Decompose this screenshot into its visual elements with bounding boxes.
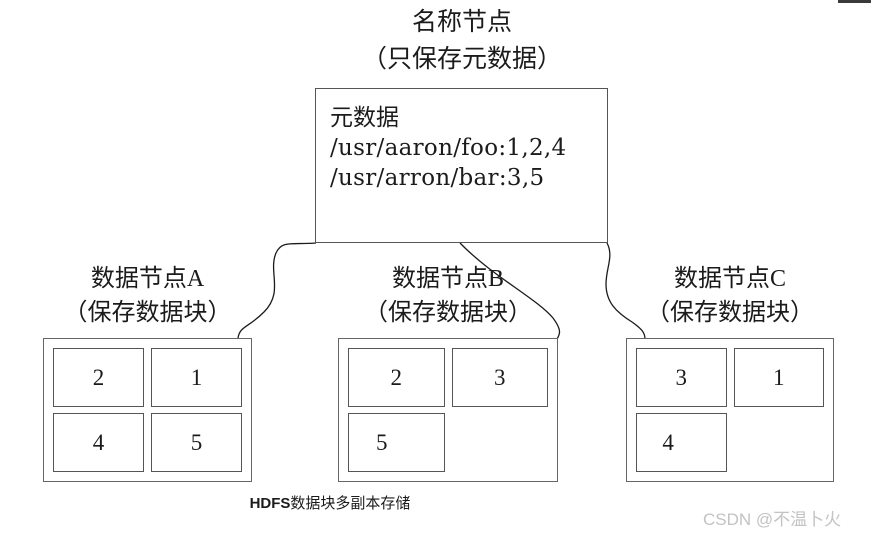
metadata-heading: 元数据 <box>330 105 399 130</box>
block: 4 <box>636 413 727 472</box>
datanode-b-box: 2 3 5 <box>338 338 558 482</box>
namenode-title-line1: 名称节点 <box>411 9 512 36</box>
block: 2 <box>348 348 445 407</box>
block-empty-slot <box>733 413 824 472</box>
datanode-b-blocks: 2 3 5 <box>348 348 548 472</box>
datanode-a-title: 数据节点A （保存数据块） <box>43 262 252 330</box>
datanode-c-blocks: 3 1 4 <box>636 348 824 472</box>
datanode-b: 数据节点B （保存数据块） 2 3 5 <box>338 266 558 482</box>
datanode-a: 数据节点A （保存数据块） 2 1 4 5 <box>43 266 252 482</box>
namenode-title-line2: （只保存元数据） <box>361 46 562 73</box>
block: 1 <box>733 348 824 407</box>
datanode-c-title-line1: 数据节点C <box>673 266 786 292</box>
block-empty-slot <box>451 413 548 472</box>
caption-hdfs: HDFS <box>249 495 291 512</box>
datanode-b-title-line1: 数据节点B <box>391 266 504 292</box>
datanode-c-title-line2: （保存数据块） <box>646 300 814 326</box>
block: 1 <box>151 348 242 407</box>
corner-marker <box>838 0 871 3</box>
datanode-a-title-line1: 数据节点A <box>90 266 205 292</box>
datanode-c-title: 数据节点C （保存数据块） <box>626 262 834 330</box>
namenode-title: 名称节点 （只保存元数据） <box>315 4 609 78</box>
datanode-c-box: 3 1 4 <box>626 338 834 482</box>
block: 3 <box>636 348 727 407</box>
block: 4 <box>53 413 144 472</box>
figure-caption: HDFS数据块多副本存储 <box>0 492 660 513</box>
block: 2 <box>53 348 144 407</box>
namenode-box: 元数据 /usr/aaron/foo:1,2,4 /usr/arron/bar:… <box>315 88 608 243</box>
csdn-watermark: CSDN @不温卜火 <box>703 510 842 529</box>
datanode-c: 数据节点C （保存数据块） 3 1 4 <box>626 266 834 482</box>
datanode-a-title-line2: （保存数据块） <box>63 300 232 326</box>
block: 5 <box>348 413 445 472</box>
caption-text: 数据块多副本存储 <box>290 496 411 512</box>
datanode-b-title: 数据节点B （保存数据块） <box>338 262 558 330</box>
datanode-a-blocks: 2 1 4 5 <box>53 348 242 472</box>
datanode-b-title-line2: （保存数据块） <box>364 300 532 326</box>
block: 3 <box>451 348 548 407</box>
metadata-entry-bar: /usr/arron/bar:3,5 <box>330 165 545 191</box>
datanode-a-box: 2 1 4 5 <box>43 338 252 482</box>
namenode-metadata: 元数据 /usr/aaron/foo:1,2,4 /usr/arron/bar:… <box>330 103 566 193</box>
metadata-entry-foo: /usr/aaron/foo:1,2,4 <box>330 135 567 161</box>
block: 5 <box>151 413 242 472</box>
